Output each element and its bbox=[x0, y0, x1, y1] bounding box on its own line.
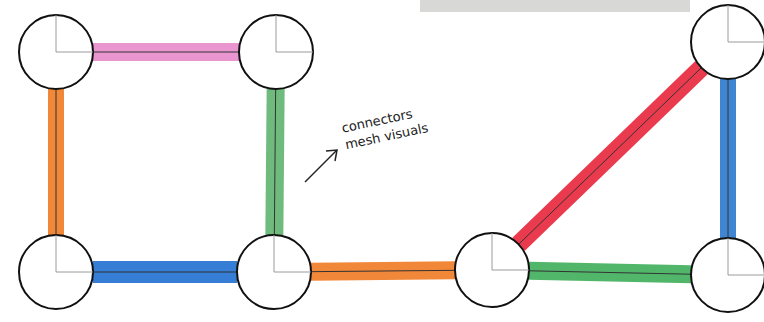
circle-shape bbox=[19, 15, 93, 89]
circle-shape bbox=[19, 235, 93, 309]
connector-bar bbox=[274, 89, 275, 235]
handwritten-note: connectors mesh visuals bbox=[340, 99, 445, 153]
callout-arrow bbox=[305, 150, 337, 182]
circle-shape bbox=[691, 5, 764, 79]
connector-bar bbox=[56, 89, 57, 235]
connector-band bbox=[274, 89, 275, 235]
connector-band bbox=[519, 68, 702, 245]
connector-band bbox=[93, 43, 239, 61]
connector-bar bbox=[93, 52, 239, 53]
connector-band bbox=[48, 89, 64, 235]
connector-bar bbox=[311, 270, 455, 271]
circle-outline bbox=[17, 13, 95, 91]
joint-circle bbox=[237, 13, 315, 91]
connector-band bbox=[311, 270, 455, 271]
connector-band bbox=[720, 79, 736, 238]
callout-arrowhead bbox=[326, 150, 337, 161]
photo-edge bbox=[420, 0, 690, 12]
circle-outline bbox=[237, 13, 315, 91]
guide-lines bbox=[276, 15, 313, 52]
circle-outline bbox=[17, 233, 95, 311]
joint-circle bbox=[17, 233, 95, 311]
connector-band bbox=[93, 261, 237, 283]
guide-lines bbox=[728, 238, 764, 275]
circle-shape bbox=[455, 233, 529, 307]
connector-centerline bbox=[93, 272, 237, 273]
connector-bar bbox=[728, 79, 729, 238]
guide-lines bbox=[56, 235, 93, 272]
circle-outline bbox=[689, 3, 764, 81]
guide-lines bbox=[728, 5, 764, 42]
connector-centerline bbox=[728, 79, 729, 238]
joint-circle bbox=[689, 236, 764, 314]
circle-outline bbox=[453, 231, 531, 309]
circle-shape bbox=[239, 15, 313, 89]
joint-circle bbox=[17, 13, 95, 91]
connector-centerline bbox=[529, 271, 691, 274]
connector-bar bbox=[93, 272, 237, 273]
guide-lines bbox=[492, 233, 529, 270]
circle-outline bbox=[235, 233, 313, 311]
guide-lines bbox=[274, 235, 311, 272]
circle-outline bbox=[689, 236, 764, 314]
guide-lines bbox=[56, 15, 93, 52]
connector-band bbox=[529, 271, 691, 274]
joint-circle bbox=[235, 233, 313, 311]
connector-bar bbox=[519, 68, 702, 245]
connector-bar bbox=[529, 271, 691, 274]
connector-centerline bbox=[274, 89, 275, 235]
circle-shape bbox=[691, 238, 764, 312]
connector-centerline bbox=[311, 270, 455, 271]
joint-circle bbox=[453, 231, 531, 309]
circle-shape bbox=[237, 235, 311, 309]
joint-circle bbox=[689, 3, 764, 81]
connector-centerline bbox=[93, 52, 239, 53]
connector-centerline bbox=[519, 68, 702, 245]
connector-centerline bbox=[56, 89, 57, 235]
